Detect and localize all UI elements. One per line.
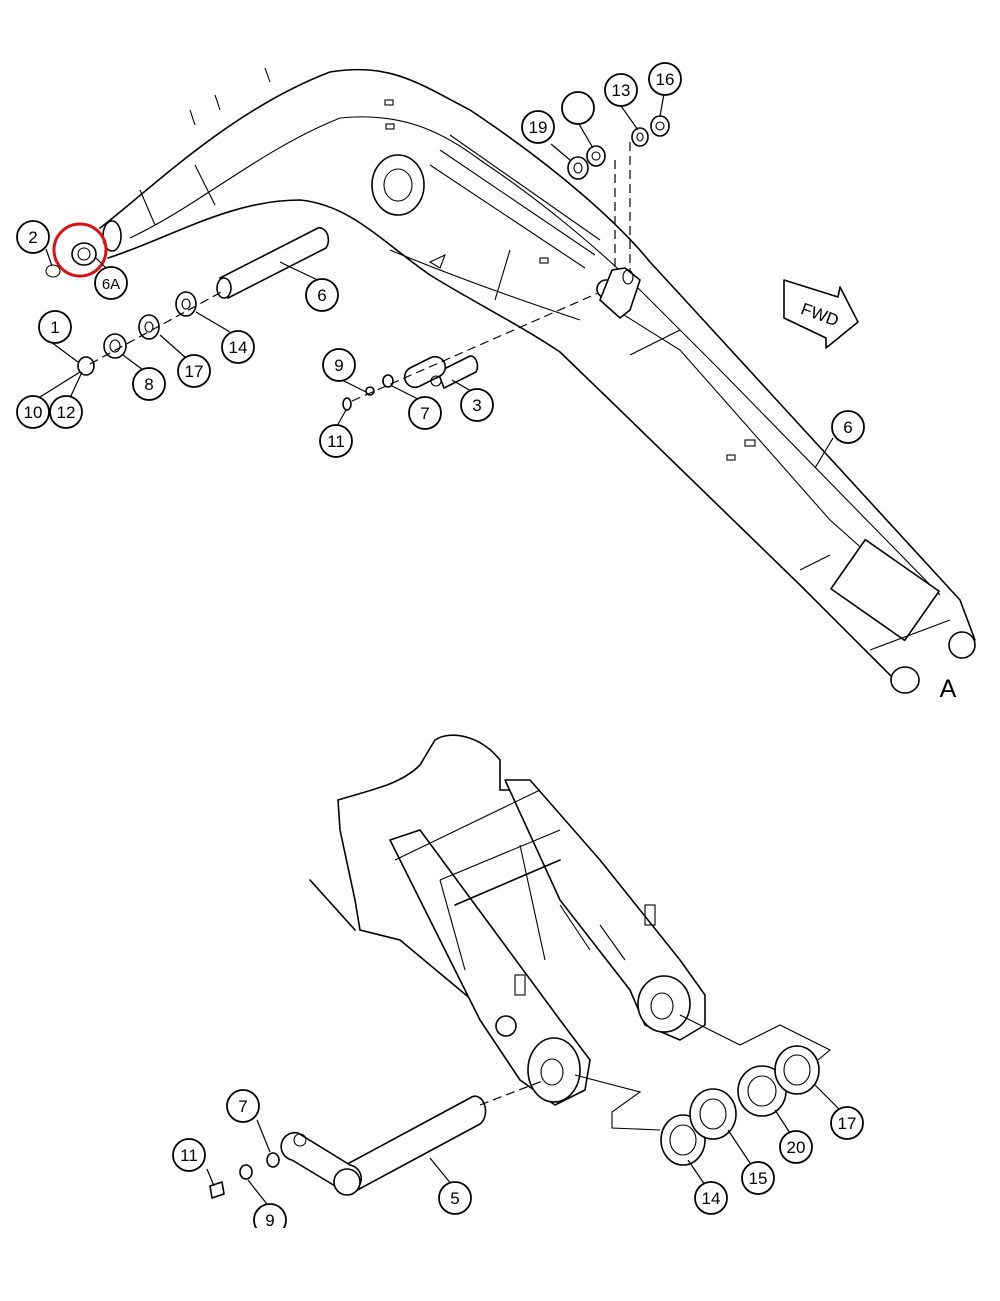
svg-text:6: 6: [843, 418, 852, 437]
callout-16: 16: [648, 62, 682, 96]
callout-8: 8: [132, 367, 166, 401]
svg-text:11: 11: [327, 432, 345, 451]
callout-11-detail: 11: [172, 1138, 206, 1172]
shims-detail: [574, 1014, 831, 1166]
highlight-circle: [52, 222, 108, 278]
shims-top: [567, 115, 670, 319]
boom-end-detail: [309, 734, 706, 1106]
leaders-view-a: [39, 93, 834, 469]
svg-text:5: 5: [450, 1189, 459, 1208]
svg-text:2: 2: [28, 228, 37, 247]
svg-text:12: 12: [57, 403, 76, 422]
callout-10: 10: [16, 395, 50, 429]
callout-19: [561, 91, 595, 125]
svg-text:11: 11: [180, 1146, 198, 1165]
callout-3: 3: [460, 388, 494, 422]
svg-text:9: 9: [334, 356, 343, 375]
svg-text:17: 17: [838, 1114, 857, 1133]
svg-text:15: 15: [749, 1169, 768, 1188]
callout-6: 6: [831, 410, 865, 444]
svg-text:13: 13: [612, 81, 631, 100]
callout-14-detail: 14: [694, 1181, 728, 1215]
callout-11-a: 11: [319, 424, 353, 458]
pin-3-assembly: [342, 279, 616, 411]
callout-17-detail: 17: [830, 1106, 864, 1140]
svg-text:19: 19: [529, 118, 548, 137]
callout-7-a: 7: [408, 396, 442, 430]
callout-20: 20: [779, 1130, 813, 1164]
svg-text:17: 17: [185, 362, 204, 381]
svg-text:16: 16: [656, 70, 675, 89]
callout-4: 6: [305, 278, 339, 312]
fwd-arrow: FWD: [783, 279, 859, 349]
svg-text:6A: 6A: [102, 276, 120, 293]
callout-2: 2: [16, 220, 50, 254]
callout-17-a: 17: [177, 354, 211, 388]
svg-text:10: 10: [24, 403, 43, 422]
callout-7-detail: 7: [226, 1089, 260, 1123]
pin-5-detail: [209, 1079, 546, 1199]
svg-text:7: 7: [238, 1097, 247, 1116]
pivot-parts-left: [45, 220, 330, 376]
callout-6a: 6A: [94, 266, 128, 300]
svg-text:20: 20: [787, 1138, 806, 1157]
view-label-a: A: [940, 675, 957, 703]
svg-text:14: 14: [229, 338, 248, 357]
callout-13: 13: [604, 73, 638, 107]
svg-text:14: 14: [702, 1189, 721, 1208]
boom-assembly: [99, 67, 976, 694]
callout-18: 19: [521, 110, 555, 144]
callout-5: 5: [438, 1181, 472, 1215]
callout-14-a: 14: [221, 330, 255, 364]
callout-1: 1: [38, 310, 72, 344]
svg-text:3: 3: [472, 396, 481, 415]
callout-15: 15: [741, 1161, 775, 1195]
svg-text:1: 1: [50, 318, 59, 337]
svg-text:7: 7: [420, 404, 429, 423]
leaders-detail: [206, 1084, 841, 1209]
svg-text:9: 9: [265, 1211, 274, 1230]
callout-9-a: 9: [322, 348, 356, 382]
callout-12: 12: [49, 395, 83, 429]
svg-text:8: 8: [144, 375, 153, 394]
svg-text:6: 6: [317, 286, 326, 305]
